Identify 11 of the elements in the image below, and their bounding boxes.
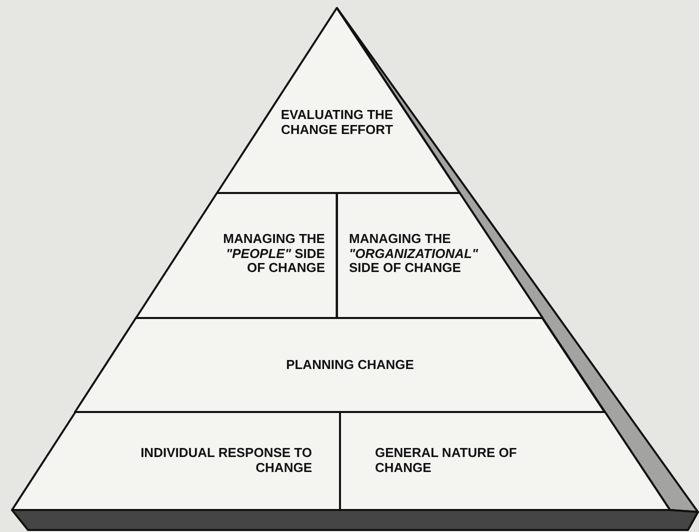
pyramid-tier <box>12 412 340 510</box>
tier-label: PLANNING CHANGE <box>285 358 415 373</box>
pyramid-tier <box>75 318 605 412</box>
tier-label: GENERAL NATURE OF CHANGE <box>375 446 518 476</box>
pyramid-tier <box>340 412 670 510</box>
tier-label: MANAGING THE "ORGANIZATIONAL" SIDE OF CHANGE <box>349 232 477 276</box>
pyramid-tier <box>217 8 460 193</box>
tier-label: INDIVIDUAL RESPONSE TO CHANGE <box>140 446 312 476</box>
tier-label: EVALUATING THE CHANGE EFFORT <box>280 108 394 138</box>
tier-label: MANAGING THE "PEOPLE" SIDE OF CHANGE <box>222 232 325 276</box>
pyramid-tier <box>337 193 543 318</box>
